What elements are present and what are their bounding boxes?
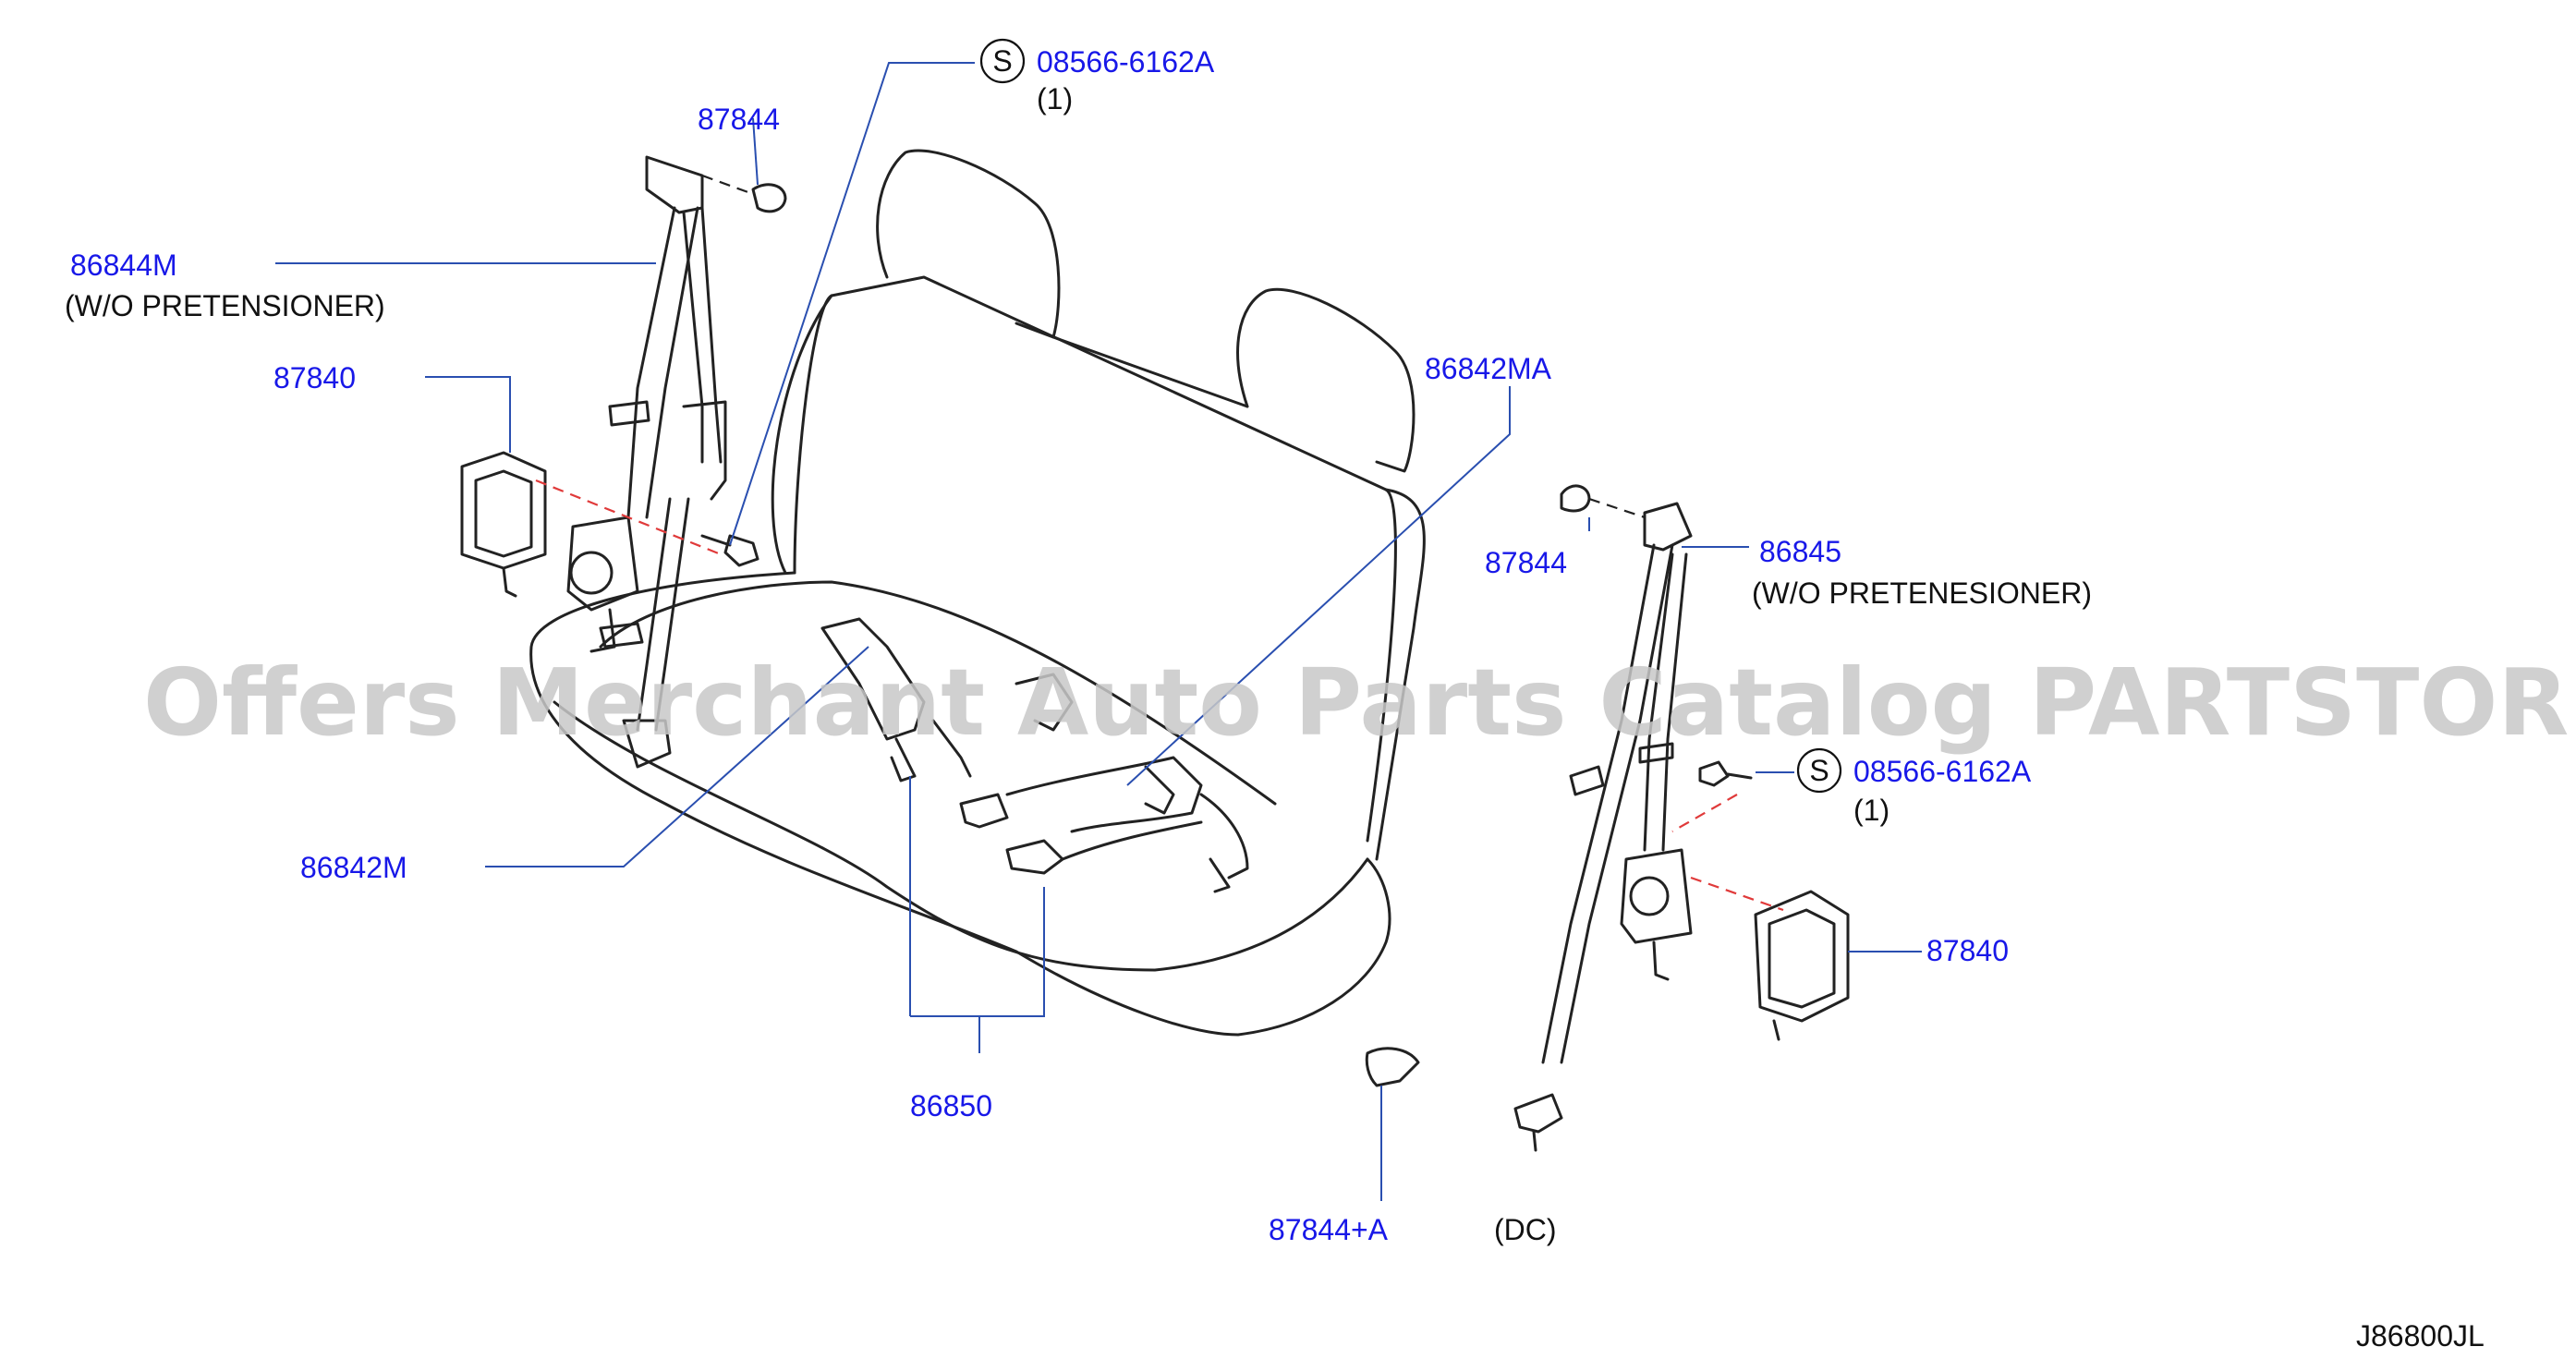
s-symbol-icon <box>1796 747 1842 794</box>
belt-left-part-number[interactable]: 86844M <box>70 249 177 282</box>
diagram-id: J86800JL <box>2356 1319 2485 1353</box>
s-symbol-icon <box>979 38 1026 84</box>
belt-right-part-number[interactable]: 86845 <box>1759 535 1841 568</box>
watermark-text: Offers Merchant Auto Parts Catalog PARTS… <box>143 649 2576 757</box>
leader-lines <box>275 62 1922 1201</box>
belt-right-note: (W/O PRETENESIONER) <box>1752 576 2092 610</box>
bolt-right-qty: (1) <box>1853 794 1889 827</box>
center-buckle-drawing <box>599 617 1249 893</box>
bolt-right-part-number[interactable]: 08566-6162A <box>1853 755 2032 788</box>
bolt-top-symbol: S <box>992 44 1012 78</box>
belt-left-note: (W/O PRETENSIONER) <box>65 289 385 322</box>
buckle-center-part-number[interactable]: 86842MA <box>1425 352 1552 385</box>
right-seat-belt-drawing <box>1513 484 1850 1152</box>
bolt-label-top: S 08566-6162A (1) <box>979 38 1215 115</box>
buckle-assy-part-number[interactable]: 86850 <box>910 1089 992 1122</box>
cap-left-part-number[interactable]: 87844 <box>698 103 780 136</box>
bolt-label-right: S 08566-6162A (1) <box>1796 747 2032 827</box>
buckle-left-part-number[interactable]: 86842M <box>300 851 407 884</box>
bolt-top-part-number[interactable]: 08566-6162A <box>1037 45 1215 79</box>
cap-right-part-number[interactable]: 87844 <box>1485 546 1567 579</box>
bolt-top-qty: (1) <box>1037 82 1073 115</box>
cover-left-part-number[interactable]: 87840 <box>273 361 356 394</box>
cap-87844a-drawing <box>1365 1047 1420 1087</box>
bolt-right-symbol: S <box>1809 754 1829 787</box>
rear-seat-drawing <box>529 149 1426 1037</box>
cap-a-part-number[interactable]: 87844+A <box>1269 1213 1389 1246</box>
left-seat-belt-drawing <box>460 155 787 769</box>
cap-a-note: (DC) <box>1494 1213 1557 1246</box>
cover-right-part-number[interactable]: 87840 <box>1926 934 2009 967</box>
